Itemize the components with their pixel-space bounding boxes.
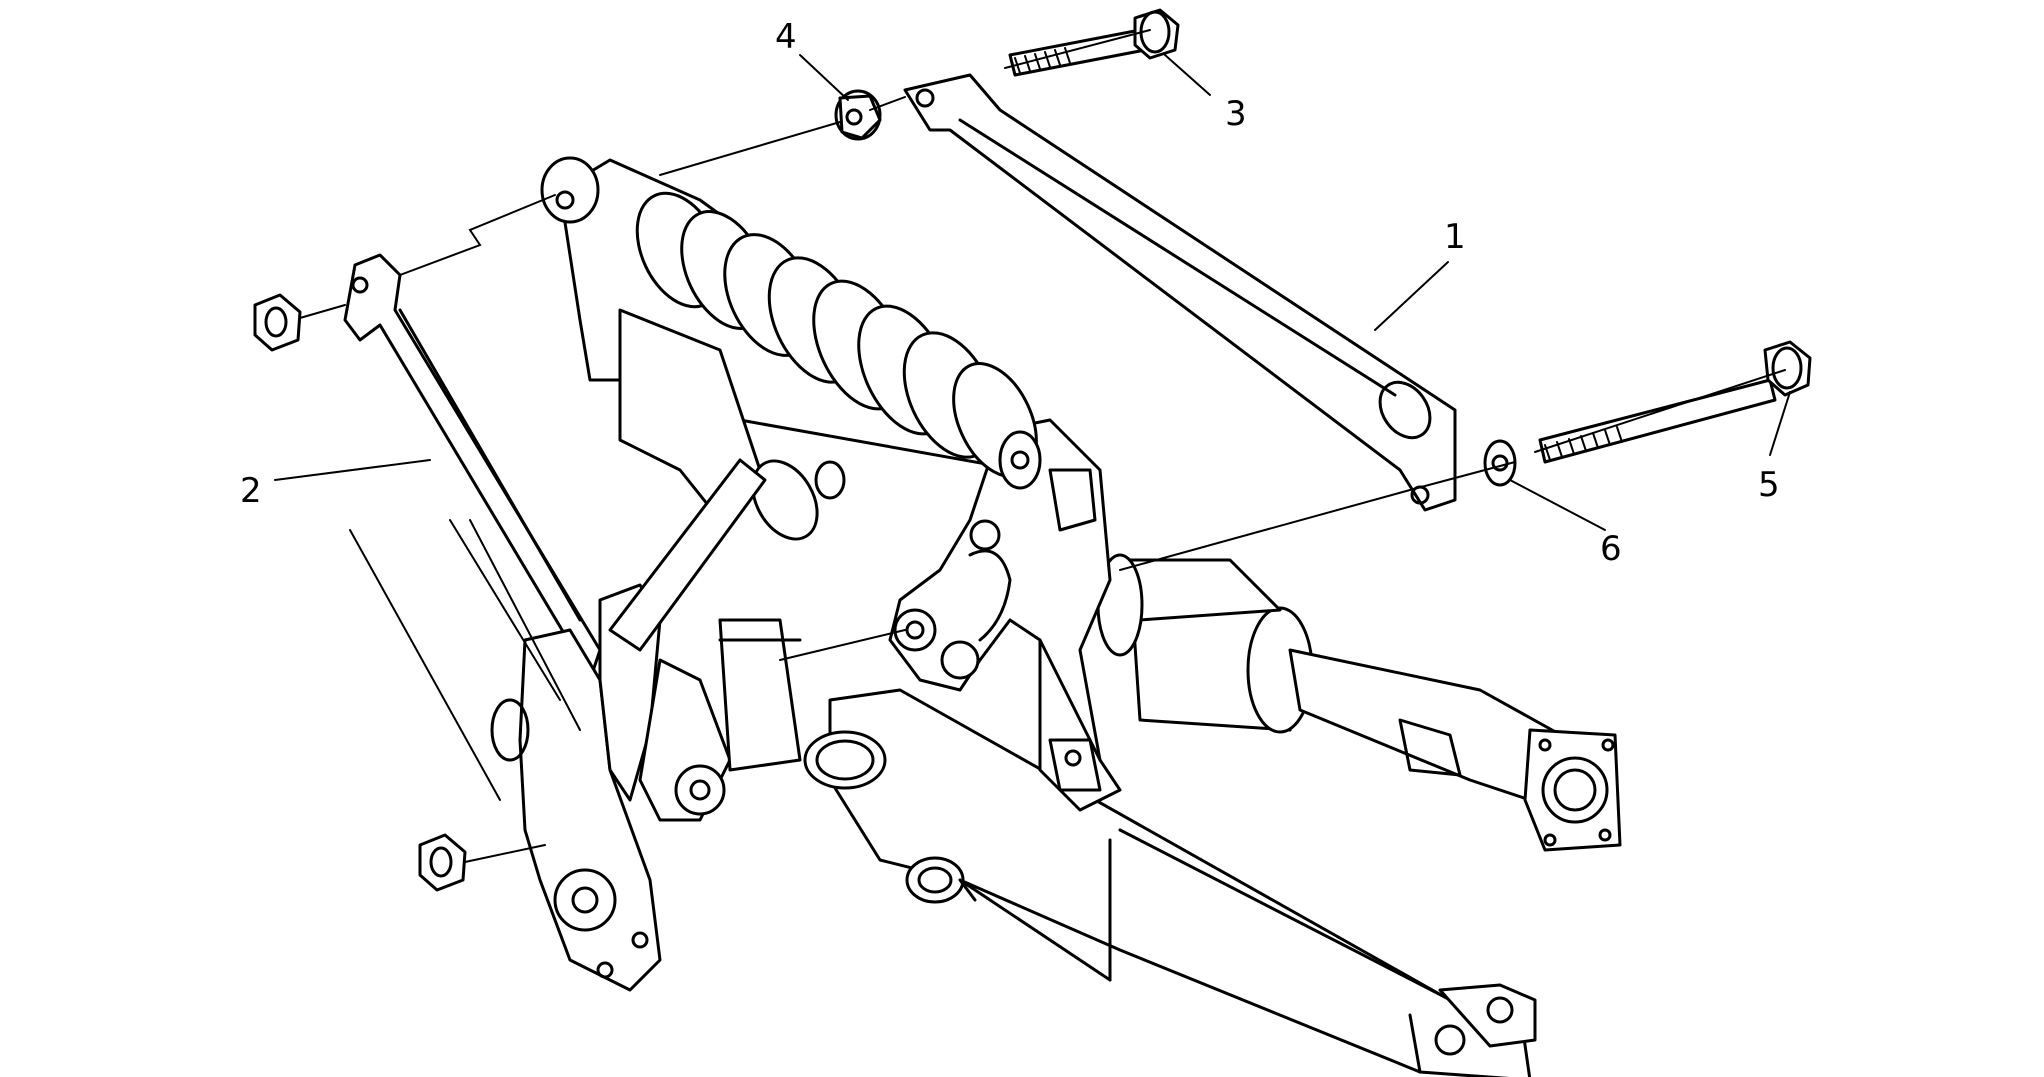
callout-labels: 1 2 3 4 5 6 bbox=[240, 17, 1780, 569]
hardware bbox=[253, 8, 1812, 892]
nut-upper-left bbox=[253, 293, 302, 352]
brake-bracket bbox=[490, 458, 802, 992]
assembly-lines bbox=[299, 29, 1786, 863]
callout-5: 5 bbox=[1758, 465, 1780, 505]
reaction-rod-2 bbox=[343, 253, 602, 682]
callout-1: 1 bbox=[1444, 217, 1466, 257]
reaction-rod-1 bbox=[903, 73, 1457, 512]
shock-absorber bbox=[540, 156, 1042, 541]
swingarm bbox=[803, 553, 1622, 1077]
spacer-4 bbox=[834, 89, 882, 141]
callout-2: 2 bbox=[240, 471, 262, 511]
bolt-3 bbox=[1008, 8, 1180, 77]
callout-6: 6 bbox=[1600, 529, 1622, 569]
callout-leaders bbox=[274, 54, 1791, 531]
bolt-5 bbox=[1538, 340, 1812, 464]
callout-3: 3 bbox=[1225, 94, 1247, 134]
nut-lower-left bbox=[418, 833, 467, 892]
rocker-linkage bbox=[888, 418, 1122, 812]
callout-4: 4 bbox=[775, 17, 797, 57]
